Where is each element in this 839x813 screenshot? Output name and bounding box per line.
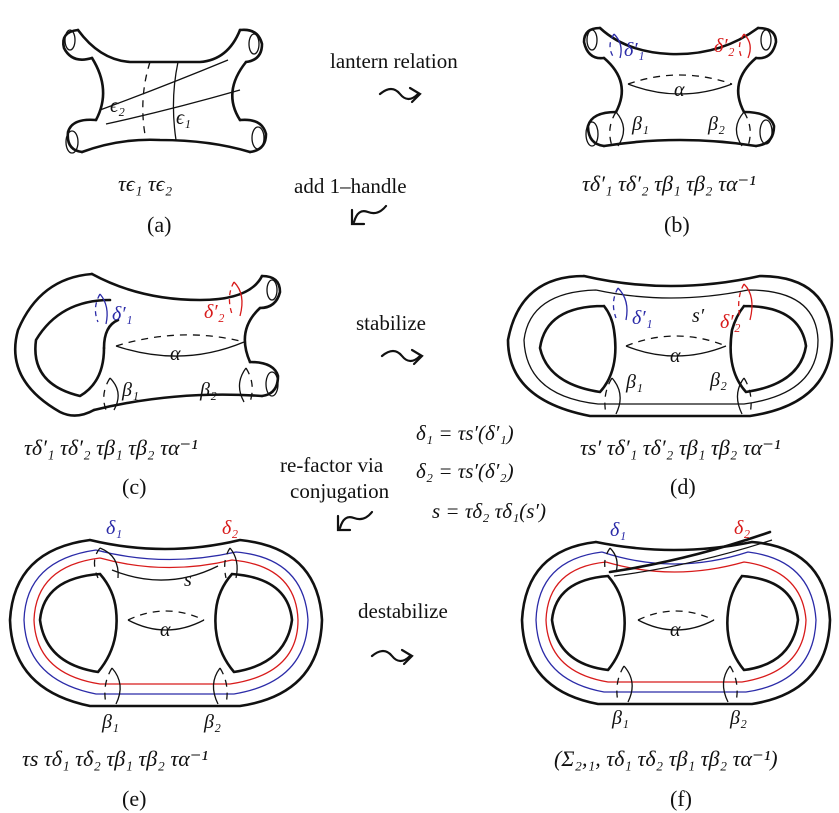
delta2-prime-label: δ′₂ [204,301,225,323]
destabilize-label: destabilize [358,599,448,623]
add-handle-label: add 1–handle [294,174,407,198]
panel-f-caption: (Σ₂,₁, τδ₁ τδ₂ τβ₁ τβ₂ τα⁻¹) [554,746,778,771]
s-label: s [184,569,192,591]
panel-b-sublabel: (b) [664,212,690,237]
transition-destabilize: destabilize [358,599,448,664]
substitution-equations: δ₁ = τs′(δ′₁) δ₂ = τs′(δ′₂) s = τδ₂ τδ₁(… [416,421,546,523]
panel-b: δ′₁ δ′₂ α β₁ β₂ τδ′₁ τδ′₂ τβ₁ τβ₂ τα⁻¹ (… [582,28,776,237]
beta2-label: β₂ [709,369,727,391]
beta1-label: β₁ [625,371,643,393]
panel-f-sublabel: (f) [670,786,692,811]
panel-f: δ₁ δ₂ α β₁ β₂ (Σ₂,₁, τδ₁ τδ₂ τβ₁ τβ₂ τα⁻… [522,517,830,811]
beta2-label: β₂ [203,711,221,733]
equation-s: s = τδ₂ τδ₁(s′) [432,499,546,523]
delta1-prime-label: δ′₁ [632,307,653,329]
delta1-prime-label: δ′₁ [112,303,133,325]
beta2-label: β₂ [707,113,725,135]
beta2-label: β₂ [729,707,747,729]
beta1-label: β₁ [101,711,119,733]
delta2-prime-label: δ′₂ [714,35,735,57]
delta2-label: δ₂ [222,517,238,539]
squiggle-arrow-down-left-icon [354,206,386,222]
panel-d-sublabel: (d) [670,474,696,499]
stabilize-label: stabilize [356,311,426,335]
alpha-label: α [674,79,685,101]
alpha-label: α [170,343,181,365]
lantern-relation-label: lantern relation [330,49,458,73]
panel-e: δ₁ δ₂ s α β₁ β₂ τs τδ₁ τδ₂ τβ₁ τβ₂ τα⁻¹ … [10,517,322,811]
alpha-label: α [670,345,681,367]
panel-c-caption: τδ′₁ τδ′₂ τβ₁ τβ₂ τα⁻¹ [24,435,198,460]
transition-lantern: lantern relation [330,49,458,102]
panel-c-sublabel: (c) [122,474,146,499]
transition-stabilize: stabilize [356,311,426,364]
epsilon2-label: ϵ₂ [110,95,125,117]
panel-e-caption: τs τδ₁ τδ₂ τβ₁ τβ₂ τα⁻¹ [22,746,208,771]
panel-a-sublabel: (a) [147,212,171,237]
beta1-label: β₁ [611,707,629,729]
delta1-label: δ₁ [610,519,626,541]
beta2-label: β₂ [199,379,217,401]
panel-a: ϵ₂ ϵ₁ τϵ₁ τϵ₂ (a) [63,30,266,237]
transition-refactor: re-factor via conjugation [280,453,390,530]
refactor-label-line1: re-factor via [280,453,384,477]
panel-a-caption: τϵ₁ τϵ₂ [118,171,173,196]
panel-c: δ′₁ δ′₂ α β₁ β₂ τδ′₁ τδ′₂ τβ₁ τβ₂ τα⁻¹ (… [15,274,280,499]
panel-d-caption: τs′ τδ′₁ τδ′₂ τβ₁ τβ₂ τα⁻¹ [580,435,780,460]
equation-delta2: δ₂ = τs′(δ′₂) [416,459,514,483]
panel-b-caption: τδ′₁ τδ′₂ τβ₁ τβ₂ τα⁻¹ [582,171,756,196]
transition-add-handle: add 1–handle [294,174,407,224]
alpha-label: α [160,619,171,641]
delta1-label: δ₁ [106,517,122,539]
equation-delta1: δ₁ = τs′(δ′₁) [416,421,514,445]
refactor-label-line2: conjugation [290,479,390,503]
beta1-label: β₁ [631,113,649,135]
panel-e-sublabel: (e) [122,786,146,811]
squiggle-arrow-down-left-icon [340,512,372,528]
delta2-prime-label: δ′₂ [720,311,741,333]
beta1-label: β₁ [121,379,139,401]
epsilon1-label: ϵ₁ [176,107,191,129]
delta1-prime-label: δ′₁ [624,39,645,61]
sprime-label: s′ [692,305,705,327]
panel-d: δ′₁ δ′₂ s′ α β₁ β₂ τs′ τδ′₁ τδ′₂ τβ₁ τβ₂… [508,276,832,499]
delta2-label: δ₂ [734,517,750,539]
alpha-label: α [670,619,681,641]
